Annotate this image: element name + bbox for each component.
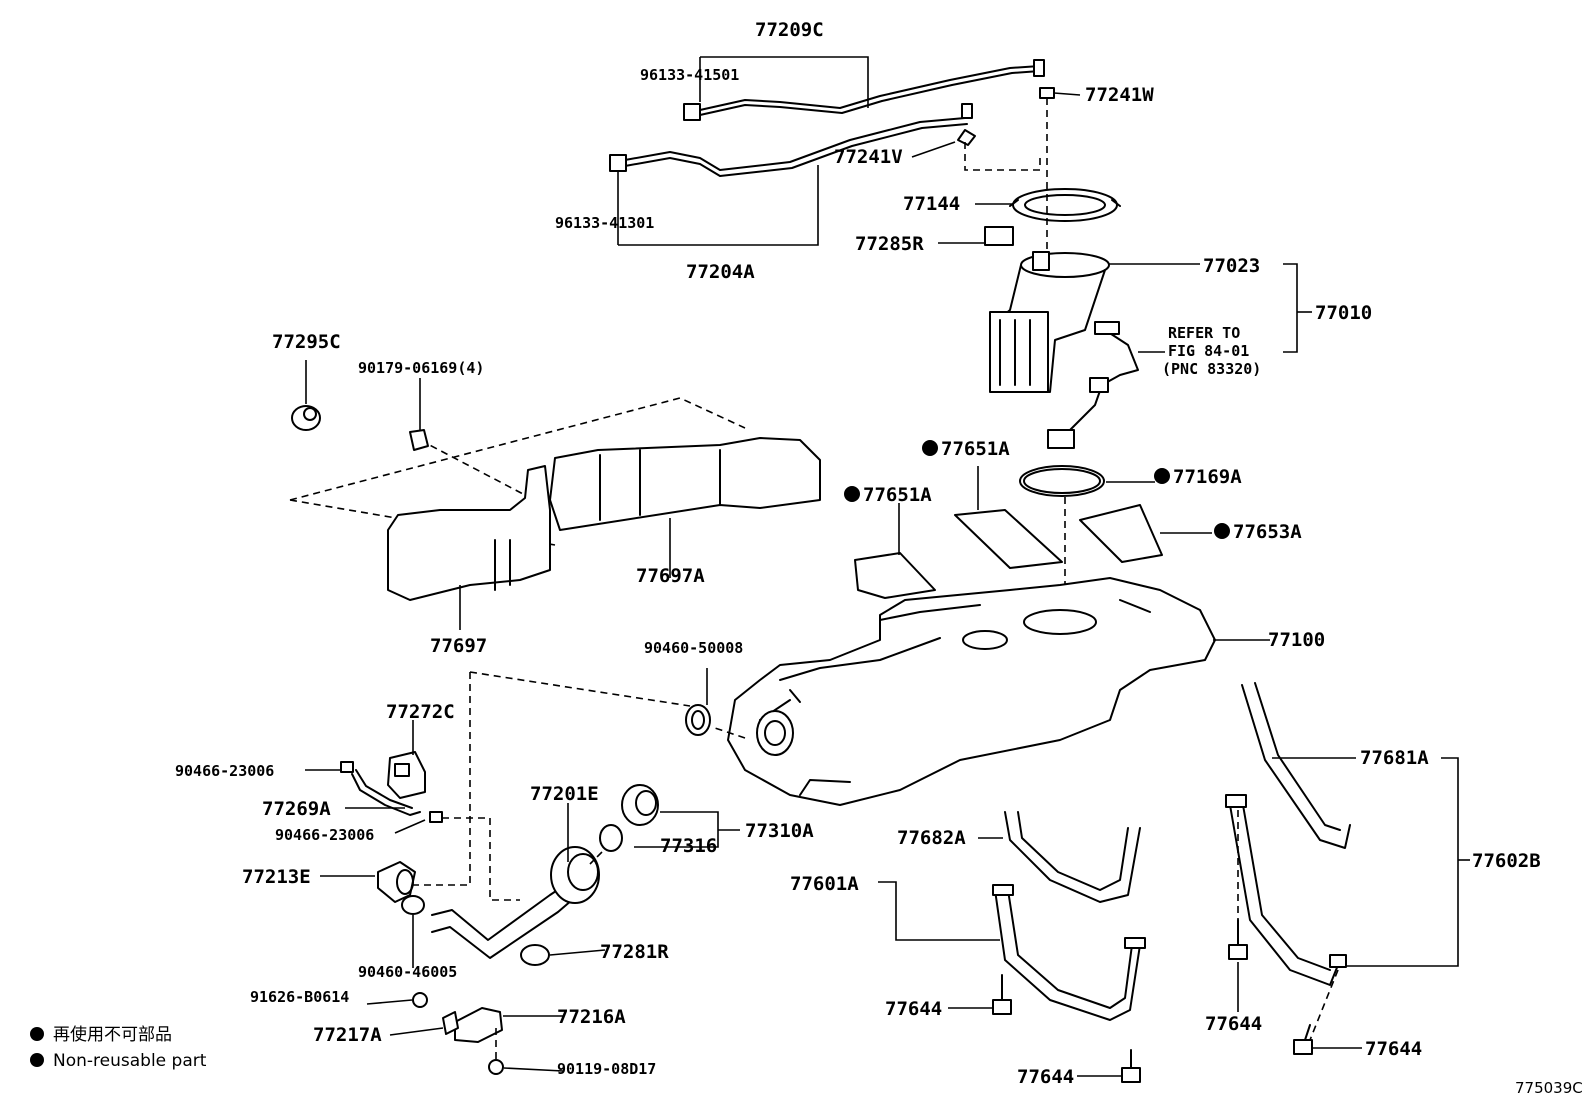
label-77217a: 77217A xyxy=(313,1024,382,1046)
label-77310a: 77310A xyxy=(745,820,814,842)
label-77653a: 77653A xyxy=(1233,521,1302,543)
label-90460-46005: 90460-46005 xyxy=(358,963,457,981)
fuel-pump-module xyxy=(989,251,1139,449)
bolt-77644-b xyxy=(1121,1049,1141,1083)
label-96133-41301: 96133-41301 xyxy=(555,214,654,232)
label-77023: 77023 xyxy=(1203,255,1260,277)
label-77644-a: 77644 xyxy=(885,998,942,1020)
label-77144: 77144 xyxy=(903,193,960,215)
clip-77217a xyxy=(442,1011,459,1035)
clamp-90460-46005 xyxy=(401,895,425,915)
bullet-77651a-2 xyxy=(844,486,860,502)
label-77601a: 77601A xyxy=(790,873,859,895)
filler-pipe-77201e xyxy=(431,846,600,959)
refer-line-1: REFER TO xyxy=(1168,324,1240,342)
legend-bullet-jp xyxy=(30,1027,44,1041)
gasket-77316 xyxy=(599,824,623,852)
bracket-77216a xyxy=(454,1007,503,1043)
gasket-77169a xyxy=(1019,465,1105,497)
label-77213e: 77213E xyxy=(242,866,311,888)
label-77697: 77697 xyxy=(430,635,487,657)
connector-77285r xyxy=(984,226,1014,246)
label-77651a-1: 77651A xyxy=(941,438,1010,460)
legend-text-jp: 再使用不可部品 xyxy=(53,1024,172,1045)
bullet-77651a-1 xyxy=(922,440,938,456)
label-77100: 77100 xyxy=(1268,629,1325,651)
bolt-77644-c xyxy=(1228,919,1248,960)
band-77681a xyxy=(1241,682,1351,849)
label-90466-23006-a: 90466-23006 xyxy=(175,762,274,780)
bolt-91626 xyxy=(412,992,428,1008)
label-77241w: 77241W xyxy=(1085,84,1154,106)
band-77601a xyxy=(992,884,1146,1021)
fuel-tank-77100 xyxy=(727,577,1216,806)
band-77682a xyxy=(1004,811,1141,903)
label-77602b: 77602B xyxy=(1472,850,1541,872)
clip-90179 xyxy=(409,429,429,451)
label-90119-08d17: 90119-08D17 xyxy=(557,1060,656,1078)
label-77682a: 77682A xyxy=(897,827,966,849)
hose-77269a xyxy=(351,773,421,816)
pad-77651a-lower xyxy=(854,552,936,599)
label-77241v: 77241V xyxy=(834,146,903,168)
label-90460-50008: 90460-50008 xyxy=(644,639,743,657)
clip-90466-a xyxy=(340,761,354,773)
clip-90466-b xyxy=(429,811,443,823)
label-77295c: 77295C xyxy=(272,331,341,353)
label-90179-06169: 90179-06169(4) xyxy=(358,359,484,377)
refer-line-3: (PNC 83320) xyxy=(1162,360,1261,378)
label-77285r: 77285R xyxy=(855,233,924,255)
heat-insulator-77697a xyxy=(549,437,821,531)
clamp-77281r xyxy=(520,944,550,966)
label-77697a: 77697A xyxy=(636,565,705,587)
bullet-77653a xyxy=(1214,523,1230,539)
label-77651a-2: 77651A xyxy=(863,484,932,506)
hose-clamp-90460-50008 xyxy=(685,704,711,736)
heat-insulator-77697 xyxy=(387,465,551,601)
bolt-77644-d xyxy=(1293,1024,1313,1055)
label-96133-41501: 96133-41501 xyxy=(640,66,739,84)
label-77010: 77010 xyxy=(1315,302,1372,324)
label-77681a: 77681A xyxy=(1360,747,1429,769)
legend-bullet-en xyxy=(30,1053,44,1067)
label-77204a: 77204A xyxy=(686,261,755,283)
bolt-77644-a xyxy=(992,974,1012,1015)
grommet-77295c xyxy=(291,405,321,431)
label-77269a: 77269A xyxy=(262,798,331,820)
refer-line-2: FIG 84-01 xyxy=(1168,342,1249,360)
label-77169a: 77169A xyxy=(1173,466,1242,488)
legend-text-en: Non-reusable part xyxy=(53,1051,207,1071)
label-90466-23006-b: 90466-23006 xyxy=(275,826,374,844)
label-77644-b: 77644 xyxy=(1017,1066,1074,1088)
label-77644-c: 77644 xyxy=(1205,1013,1262,1035)
band-77602b xyxy=(1225,794,1347,986)
fuel-line-lower xyxy=(609,103,973,177)
clip-77241w xyxy=(1039,87,1055,99)
label-77216a: 77216A xyxy=(557,1006,626,1028)
label-77644-d: 77644 xyxy=(1365,1038,1422,1060)
clip-77241v xyxy=(957,129,976,146)
fuel-line-upper xyxy=(683,59,1045,121)
label-77201e: 77201E xyxy=(530,783,599,805)
label-77316: 77316 xyxy=(660,835,717,857)
pad-77651a-upper xyxy=(954,509,1063,569)
hose-77213e xyxy=(377,861,416,903)
label-77272c: 77272C xyxy=(386,701,455,723)
figure-id: 775039C xyxy=(1515,1079,1583,1097)
bolt-90119 xyxy=(488,1059,504,1075)
label-91626-b0614: 91626-B0614 xyxy=(250,988,349,1006)
fuel-cap-77310a xyxy=(621,784,659,826)
pump-lock-ring xyxy=(1009,188,1121,222)
pad-77653a xyxy=(1079,504,1163,563)
vent-valve-77272c xyxy=(387,751,426,799)
bullet-77169a xyxy=(1154,468,1170,484)
label-77209c: 77209C xyxy=(755,19,824,41)
label-77281r: 77281R xyxy=(600,941,669,963)
